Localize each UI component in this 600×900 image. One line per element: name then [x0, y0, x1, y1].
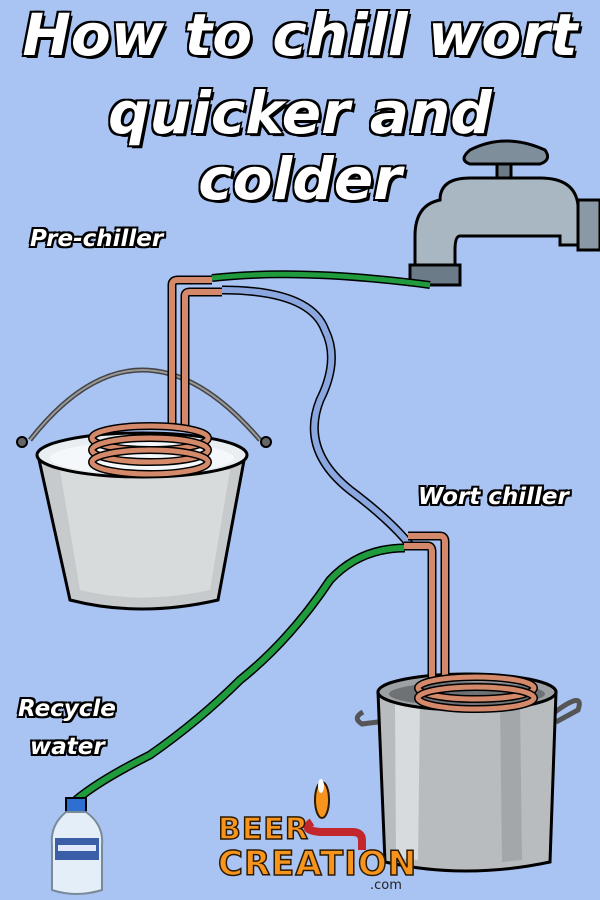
- logo-word-creation: CREATION: [217, 843, 418, 885]
- pre-chiller-coil: [88, 275, 222, 478]
- ice-bucket: [16, 367, 272, 611]
- water-bottle: [50, 797, 104, 895]
- recycle-label-line-2: water: [30, 734, 105, 760]
- beer-creation-logo-mark: [303, 779, 366, 850]
- recycle-label-line-1: Recycle: [18, 696, 116, 722]
- logo-word-beer: BEER: [217, 811, 309, 848]
- wort-chiller-coil: [404, 531, 538, 713]
- title-line-1: How to chill wort: [21, 1, 579, 70]
- title-line-2: quicker and colder: [107, 79, 494, 214]
- beer-creation-logo: BEER CREATION .com: [217, 811, 418, 893]
- faucet-icon: [408, 139, 600, 287]
- logo-suffix: .com: [370, 878, 402, 893]
- pre-chiller-label: Pre-chiller: [30, 226, 164, 252]
- wort-chiller-label: Wort chiller: [418, 484, 569, 510]
